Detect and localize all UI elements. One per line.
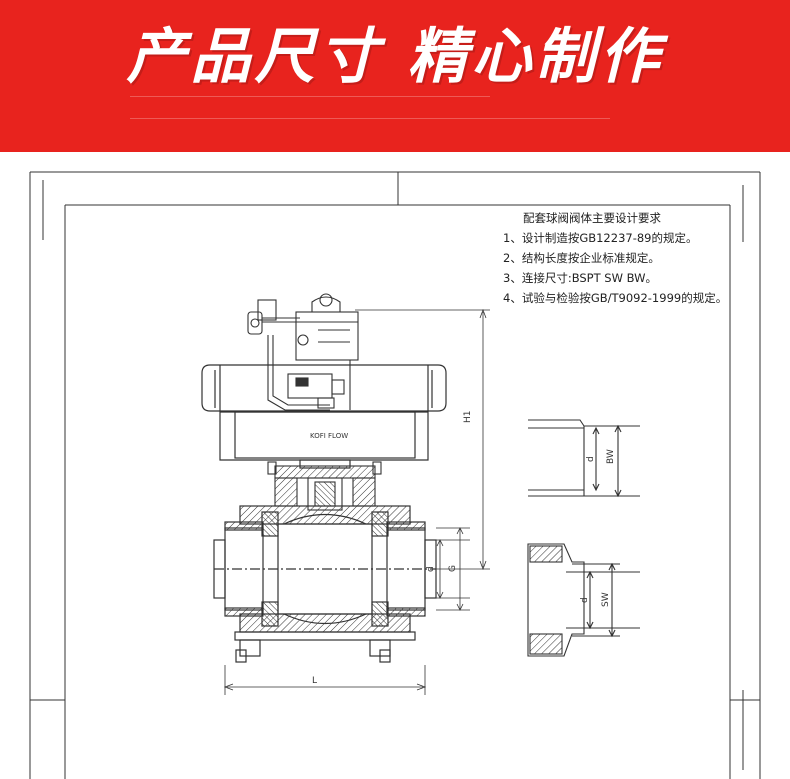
design-requirements-notes: 配套球阀阀体主要设计要求 1、设计制造按GB12237-89的规定。 2、结构长… — [503, 208, 727, 308]
limit-switch-box — [247, 293, 359, 411]
bw-end-detail — [528, 419, 640, 498]
sw-label: SW — [601, 592, 611, 607]
h1-label: H1 — [463, 411, 473, 424]
actuator-brand: KOFI FLOW — [310, 432, 348, 440]
mounting-bracket — [267, 461, 382, 511]
banner-title: 产品尺寸 精心制作 — [126, 22, 664, 92]
valve-body — [213, 505, 437, 663]
dimension-lines — [223, 308, 490, 695]
notes-item: 1、设计制造按GB12237-89的规定。 — [503, 231, 698, 245]
drawing-frame — [29, 171, 761, 779]
g-label: G — [448, 565, 458, 572]
notes-item: 3、连接尺寸:BSPT SW BW。 — [503, 271, 657, 285]
sw-end-detail — [527, 543, 640, 657]
d-label: d — [426, 566, 436, 572]
notes-item: 4、试验与检验按GB/T9092-1999的规定。 — [503, 291, 728, 305]
notes-item: 2、结构长度按企业标准规定。 — [503, 251, 660, 265]
banner-divider — [130, 118, 610, 119]
ball-valve-drawing: KOFI FLOW — [29, 171, 761, 779]
notes-title: 配套球阀阀体主要设计要求 — [523, 211, 661, 225]
bw-label: BW — [606, 449, 616, 464]
bw-d-label: d — [586, 456, 596, 462]
sw-d-label: d — [580, 597, 590, 603]
banner-divider — [130, 96, 490, 97]
title-banner: 产品尺寸 精心制作 — [0, 0, 790, 152]
pneumatic-actuator — [201, 364, 447, 469]
l-label: L — [312, 676, 317, 686]
